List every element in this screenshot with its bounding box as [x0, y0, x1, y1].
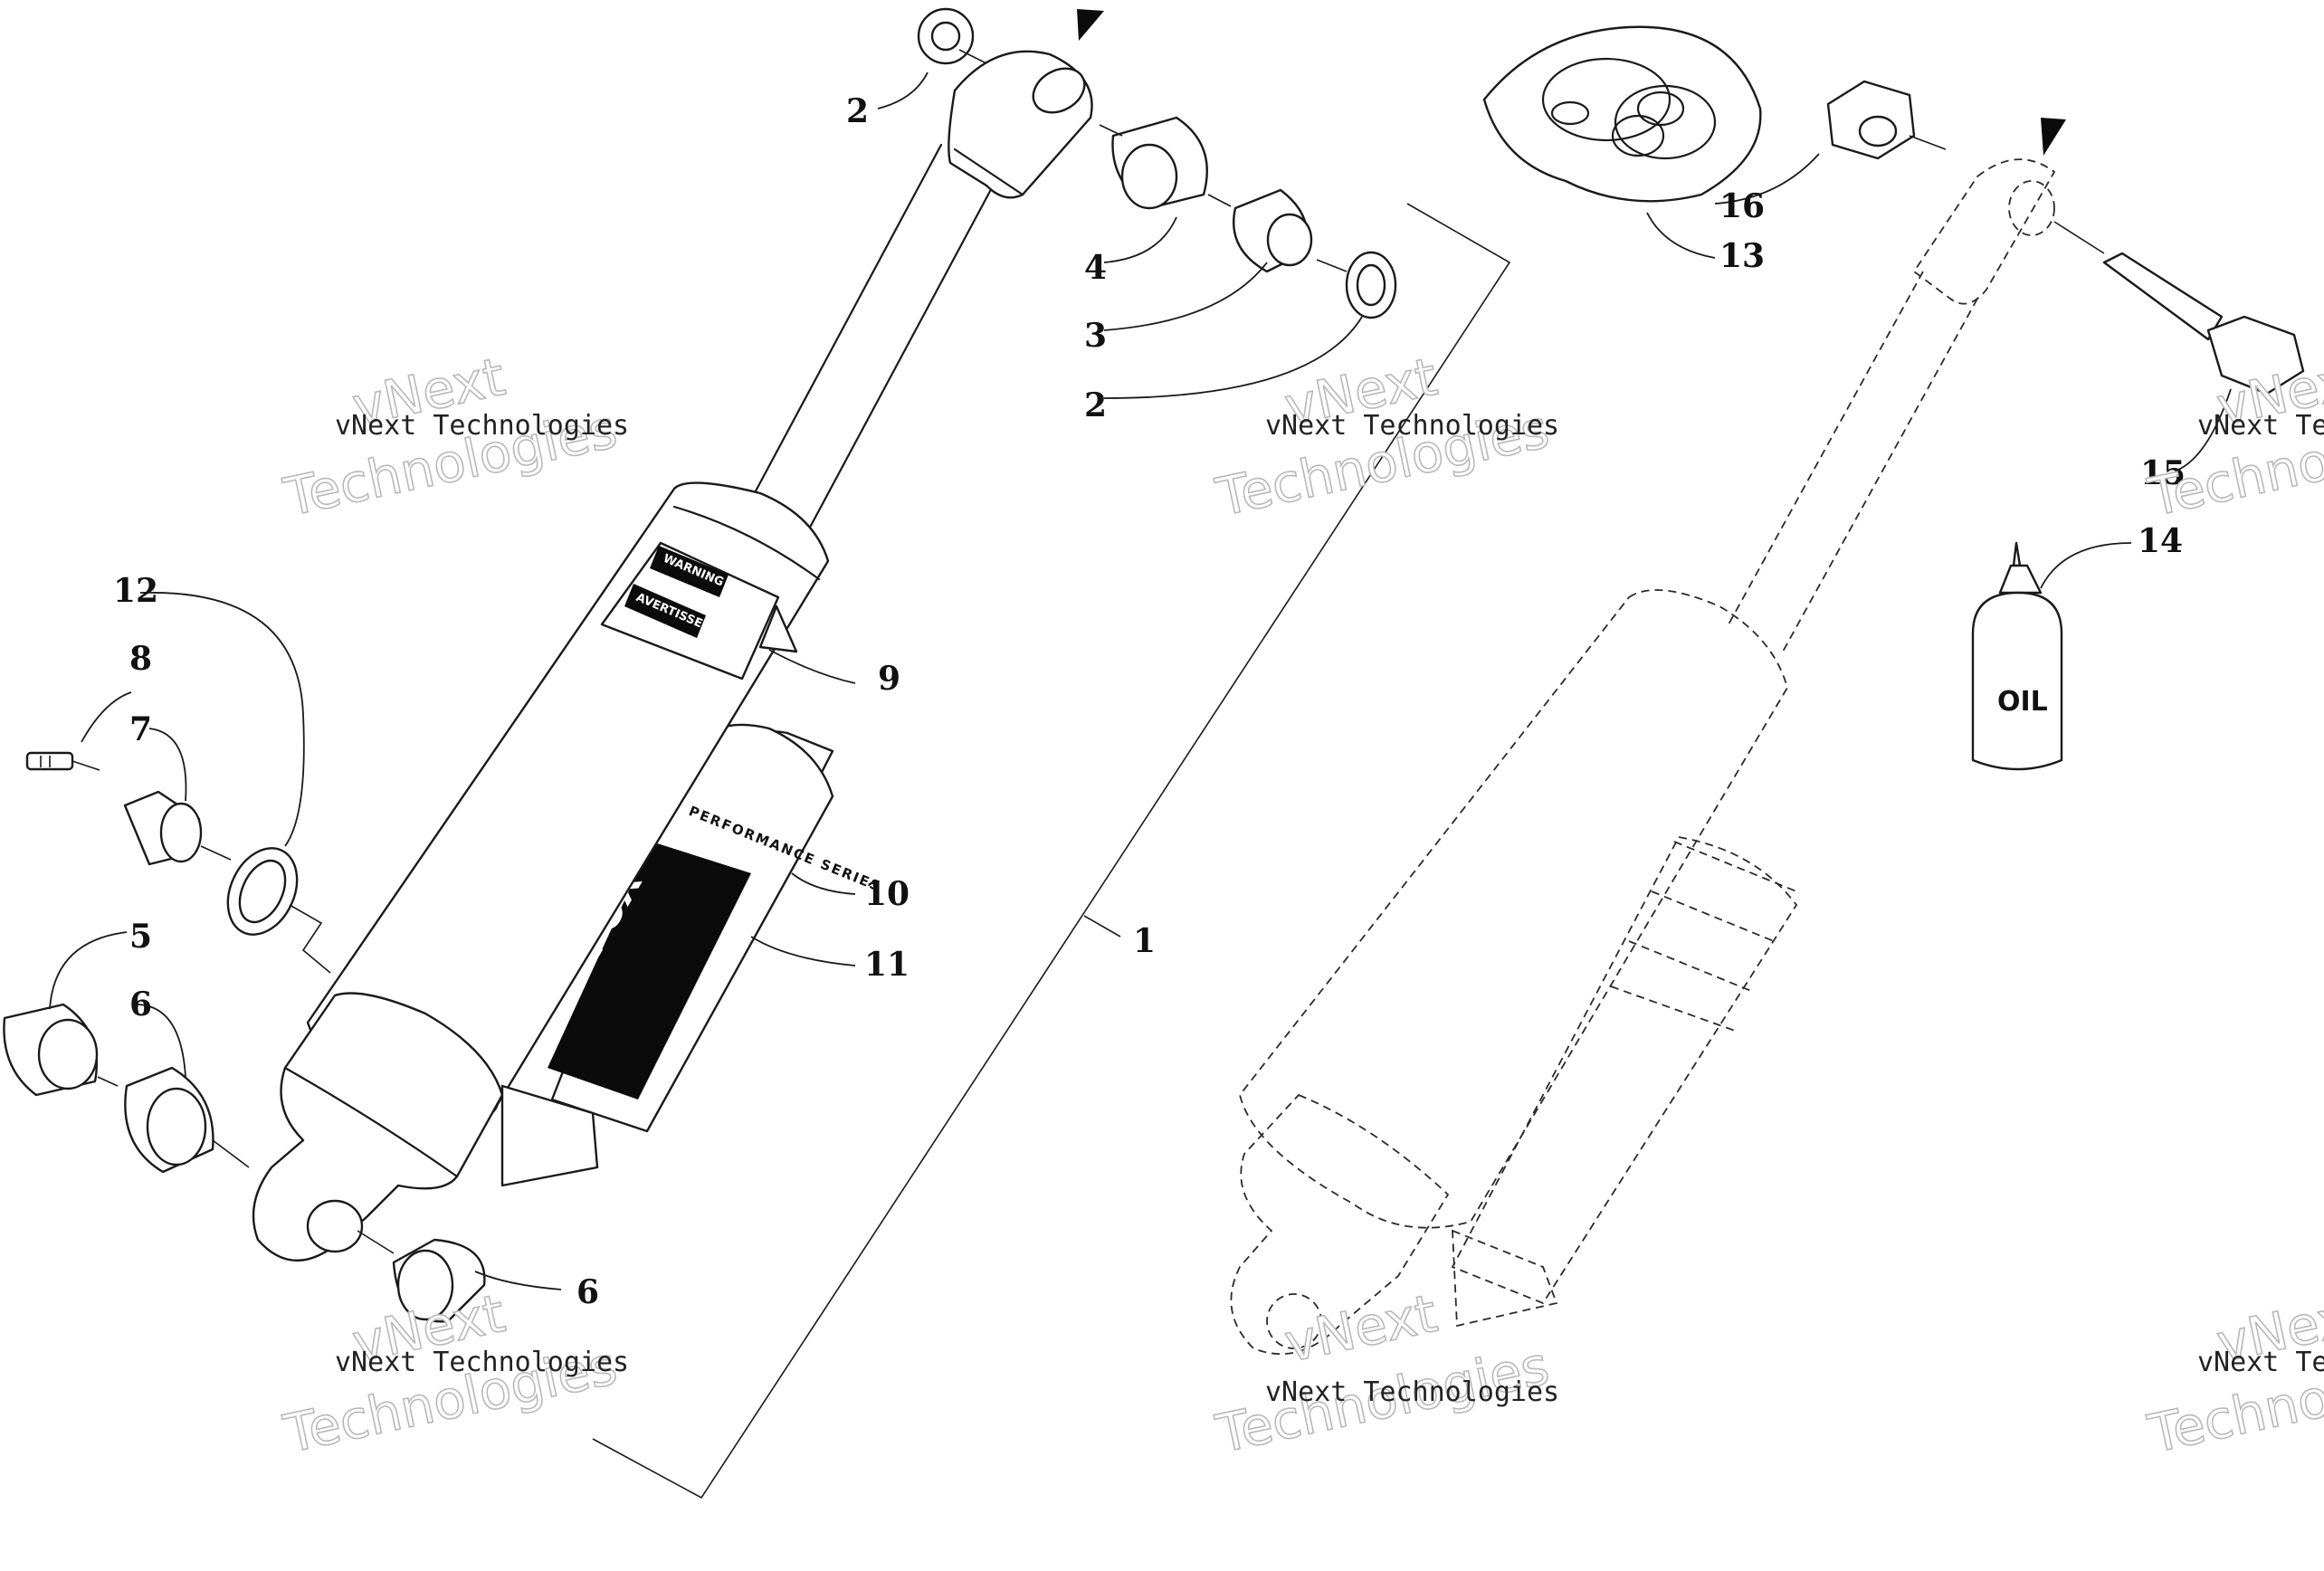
- callout-8: 8: [129, 640, 152, 678]
- svg-text:vNext Technologies: vNext Technologies: [2197, 1347, 2324, 1378]
- callout-6-bottom: 6: [576, 1273, 599, 1311]
- part-spacer-6-left: [124, 1066, 250, 1174]
- watermark-top-left: Technologies vNext vNext Technologies: [278, 345, 629, 529]
- pointer-triangle-right: [2041, 118, 2066, 156]
- part-washer-2-right: [1316, 251, 1397, 319]
- part-spacer-6-bottom: [357, 1230, 486, 1323]
- shock-absorber-exploded: PERFORMANCE SERIES FOX WARNING AVERTISSE…: [252, 50, 1093, 1262]
- callout-2-top: 2: [846, 92, 869, 130]
- shock-absorber-assembled-outline: [1230, 158, 2056, 1355]
- part-spacer-3: [1207, 188, 1313, 273]
- callout-6-left: 6: [129, 985, 152, 1024]
- callout-3: 3: [1084, 317, 1107, 355]
- callout-2-right: 2: [1084, 386, 1107, 424]
- part-washer-2-top: [917, 7, 987, 65]
- leader-lines: [49, 71, 2232, 1290]
- part-bolt-15: [2053, 221, 2305, 395]
- callout-11: 11: [864, 946, 910, 984]
- callout-5: 5: [129, 918, 152, 956]
- part-oil-bottle-14: OIL: [1971, 541, 2063, 771]
- part-oring-12: [226, 847, 331, 974]
- svg-text:vNext Technologies: vNext Technologies: [1265, 410, 1559, 442]
- part-bushing-4: [1099, 116, 1208, 210]
- callout-labels: 1 2 2 3 4 5 6 6 7 8 9 10 11 12 13 14 15 …: [113, 92, 2186, 1311]
- part-adjuster-knob-7: [123, 790, 232, 866]
- callout-9: 9: [878, 660, 900, 698]
- watermark-top-center: Technologies vNext vNext Technologies: [1210, 345, 1559, 529]
- watermark-bottom-center: Technologies vNext vNext Technologies: [1210, 1281, 1559, 1466]
- svg-text:vNext Technologies: vNext Technologies: [1265, 1376, 1559, 1408]
- svg-text:vNext Technologies: vNext Technologies: [335, 1347, 629, 1378]
- callout-10: 10: [864, 875, 910, 913]
- callout-7: 7: [129, 710, 152, 748]
- callout-4: 4: [1084, 249, 1107, 287]
- part-screw-8: [25, 751, 100, 771]
- part-seal-kit-13: [1482, 25, 1762, 203]
- part-bushing-5: [3, 1003, 119, 1097]
- svg-text:vNext Technologies: vNext Technologies: [335, 410, 629, 442]
- callout-14: 14: [2138, 522, 2183, 560]
- callout-15: 15: [2140, 454, 2186, 492]
- callout-1: 1: [1133, 922, 1156, 960]
- part-nut-16: [1826, 80, 1947, 160]
- callout-16: 16: [1719, 187, 1765, 225]
- assembly-bracket-line: [592, 203, 1511, 1500]
- svg-text:vNext Technologies: vNext Technologies: [2197, 410, 2324, 442]
- oil-label: OIL: [1997, 686, 2048, 718]
- callout-12: 12: [113, 572, 158, 610]
- callout-13: 13: [1719, 237, 1765, 275]
- pointer-triangle-left: [1077, 9, 1104, 41]
- watermark-bottom-right: Technologies vNext vNext Technologies: [2142, 1281, 2324, 1466]
- watermark-top-right: Technologies vNext vNext Technologies: [2142, 345, 2324, 529]
